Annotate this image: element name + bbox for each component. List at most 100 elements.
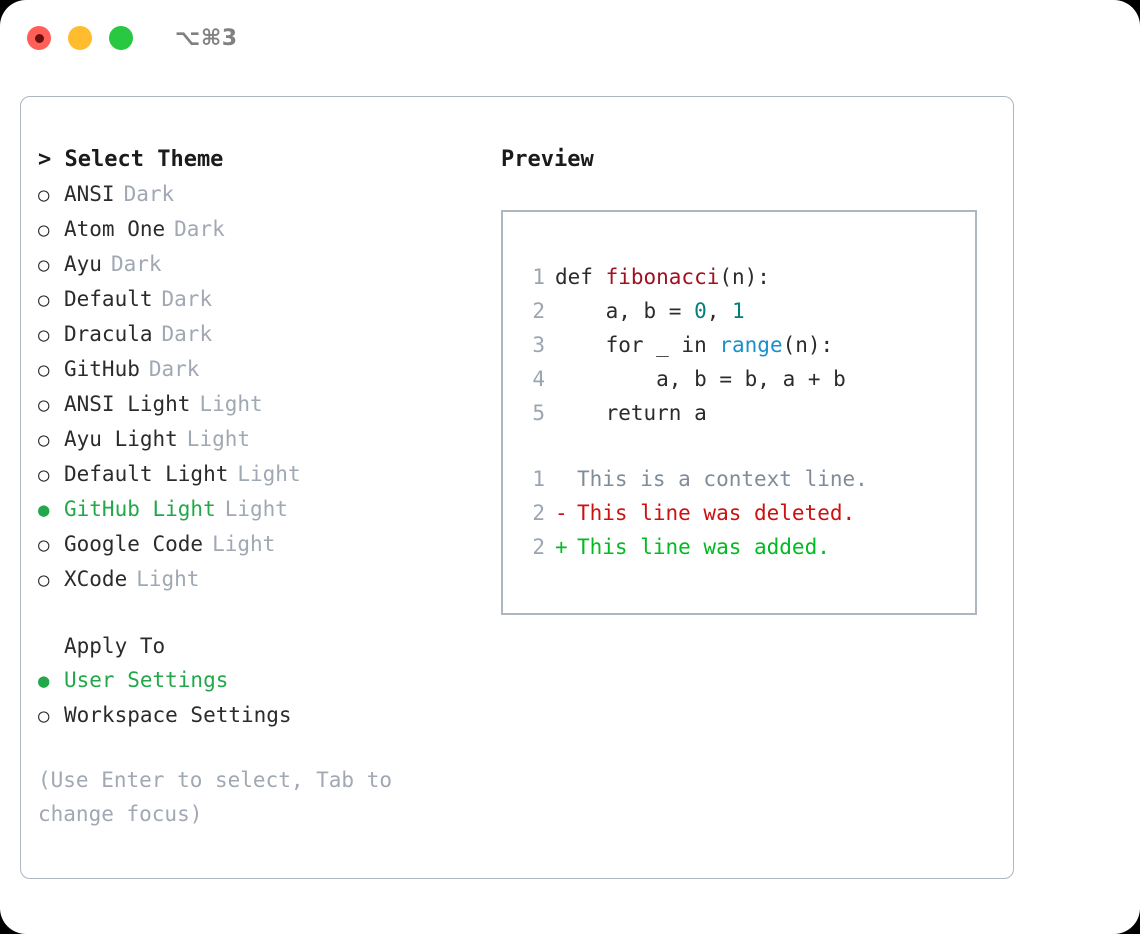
line-number: 5 xyxy=(532,401,545,425)
spacer xyxy=(38,733,478,763)
title-bar: ⌥⌘3 xyxy=(0,0,1140,76)
code-token-num: 0 xyxy=(694,299,707,323)
theme-item-ansi-light[interactable]: ○ ANSI Light Light xyxy=(38,387,478,422)
code-token-plain: (n): xyxy=(782,333,834,357)
theme-item-default-light[interactable]: ○ Default Light Light xyxy=(38,457,478,492)
code-token-call: range xyxy=(719,333,783,357)
code-token-plain: for _ in xyxy=(555,333,720,357)
radio-unselected-icon: ○ xyxy=(38,464,50,486)
radio-unselected-icon: ○ xyxy=(38,429,50,451)
theme-item-label: Ayu Light xyxy=(64,427,178,451)
code-content: a, b = 0, 1 xyxy=(555,294,745,328)
theme-variant-badge: Light xyxy=(199,392,263,416)
theme-item-label: Atom One xyxy=(64,217,166,241)
line-number: 2 xyxy=(532,299,545,323)
radio-unselected-icon: ○ xyxy=(38,254,50,276)
apply-to-item-workspace-settings[interactable]: ○Workspace Settings xyxy=(38,698,478,733)
code-line: 1 def fibonacci(n): xyxy=(503,260,975,294)
minimize-button[interactable] xyxy=(68,26,92,50)
window-controls xyxy=(27,26,133,50)
radio-unselected-icon: ○ xyxy=(38,324,50,346)
line-number: 2 xyxy=(532,535,545,559)
theme-item-label: ANSI Light xyxy=(64,392,191,416)
theme-item-label: Default Light xyxy=(64,462,229,486)
theme-item-label: Default xyxy=(64,287,153,311)
maximize-button[interactable] xyxy=(109,26,133,50)
theme-item-label: GitHub Light xyxy=(64,497,216,521)
recording-indicator-icon xyxy=(34,33,44,43)
theme-item-dracula[interactable]: ○ Dracula Dark xyxy=(38,317,478,352)
radio-unselected-icon: ○ xyxy=(38,705,50,727)
radio-unselected-icon: ○ xyxy=(38,184,50,206)
theme-variant-badge: Dark xyxy=(174,217,225,241)
theme-variant-badge: Dark xyxy=(148,357,200,381)
close-button[interactable] xyxy=(27,26,51,50)
radio-unselected-icon: ○ xyxy=(38,219,50,241)
code-token-plain: def xyxy=(555,265,606,289)
theme-item-github-light[interactable]: ● GitHub Light Light xyxy=(38,492,478,527)
theme-variant-badge: Dark xyxy=(161,322,213,346)
theme-item-default[interactable]: ○ Default Dark xyxy=(38,282,478,317)
theme-item-label: XCode xyxy=(64,567,128,591)
theme-variant-badge: Light xyxy=(186,427,251,451)
code-content: for _ in range(n): xyxy=(555,328,834,362)
theme-variant-badge: Light xyxy=(237,462,301,486)
code-token-plain: a, b = xyxy=(555,299,695,323)
line-number: 4 xyxy=(532,367,545,391)
radio-unselected-icon: ○ xyxy=(38,534,50,556)
theme-item-label: Google Code xyxy=(64,532,204,556)
code-content: return a xyxy=(555,396,707,430)
radio-unselected-icon: ○ xyxy=(38,394,50,416)
radio-selected-icon: ● xyxy=(38,670,50,692)
code-token-num: 1 xyxy=(732,299,745,323)
select-theme-heading: > Select Theme xyxy=(38,147,224,172)
theme-item-ayu[interactable]: ○ Ayu Dark xyxy=(38,247,478,282)
diff-preview: 1 This is a context line. 2-This line was… xyxy=(503,462,975,564)
theme-variant-badge: Dark xyxy=(161,287,213,311)
apply-to-item-label: User Settings xyxy=(64,668,229,692)
apply-to-item-user-settings[interactable]: ● User Settings xyxy=(38,663,478,698)
theme-item-ayu-light[interactable]: ○ Ayu Light Light xyxy=(38,422,478,457)
keyboard-shortcut-label: ⌥⌘3 xyxy=(175,25,238,51)
code-content: def fibonacci(n): xyxy=(555,260,770,294)
keyboard-hint-text: (Use Enter to select, Tab to change focu… xyxy=(38,768,393,826)
theme-item-label: Dracula xyxy=(64,322,153,346)
code-content: a, b = b, a + b xyxy=(555,362,846,396)
code-line: 3 for _ in range(n): xyxy=(503,328,975,362)
theme-variant-badge: Light xyxy=(224,497,288,521)
code-line: 5 return a xyxy=(503,396,975,430)
line-number: 2 xyxy=(532,501,545,525)
radio-selected-icon: ● xyxy=(38,499,50,521)
line-number: 1 xyxy=(532,265,545,289)
theme-variant-badge: Light xyxy=(136,567,200,591)
theme-item-label: Ayu xyxy=(64,252,102,276)
radio-unselected-icon: ○ xyxy=(38,359,50,381)
diff-marker-icon: - xyxy=(555,501,568,525)
spacer xyxy=(503,430,975,462)
code-token-plain: a, b = b, a + b xyxy=(555,367,846,391)
diff-line-text: This line was added. xyxy=(577,535,830,559)
theme-variant-badge: Dark xyxy=(110,252,162,276)
diff-marker-icon xyxy=(555,462,577,496)
code-token-fn: fibonacci xyxy=(605,265,720,289)
spacer xyxy=(38,597,478,629)
radio-unselected-icon: ○ xyxy=(38,289,50,311)
line-number: 3 xyxy=(532,333,545,357)
diff-line-add: 2+This line was added. xyxy=(503,530,975,564)
diff-line-ctx: 1 This is a context line. xyxy=(503,462,975,496)
code-line: 4 a, b = b, a + b xyxy=(503,362,975,396)
theme-item-atom-one[interactable]: ○ Atom One Dark xyxy=(38,212,478,247)
diff-line-text: This is a context line. xyxy=(577,467,868,491)
apply-to-list: ● User Settings ○Workspace Settings xyxy=(38,663,478,733)
